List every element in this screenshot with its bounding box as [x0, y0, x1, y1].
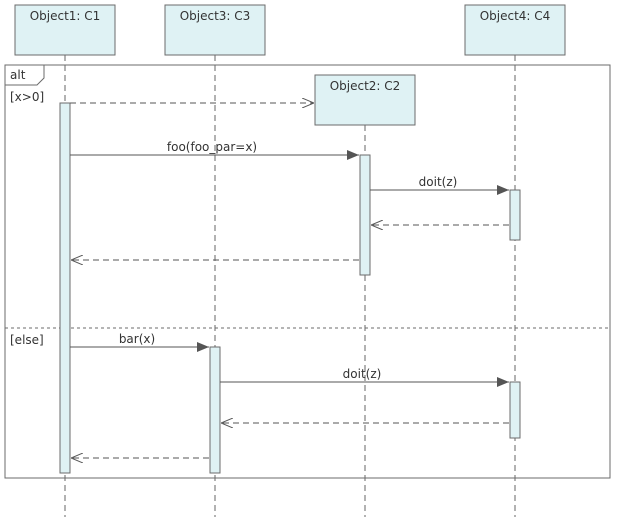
object4-label: Object4: C4: [480, 9, 551, 23]
alt-fragment-frame: [4, 64, 611, 479]
message-foo-label: foo(foo_par=x): [167, 140, 257, 154]
object1-box[interactable]: Object1: C1: [14, 4, 116, 56]
object4-box[interactable]: Object4: C4: [464, 4, 566, 56]
activation-object1: [59, 102, 71, 474]
guard-else: [else]: [10, 333, 44, 347]
alt-operator-label: alt: [10, 68, 26, 82]
activation-object3: [209, 346, 221, 474]
activation-object4-first: [509, 189, 521, 241]
object3-label: Object3: C3: [180, 9, 251, 23]
object2-label: Object2: C2: [330, 79, 401, 93]
guard-x-gt-0: [x>0]: [10, 90, 44, 104]
message-doit-2-label: doit(z): [343, 367, 382, 381]
message-bar-label: bar(x): [119, 332, 155, 346]
alt-fragment: alt [x>0] [else]: [4, 64, 611, 479]
object3-box[interactable]: Object3: C3: [164, 4, 266, 56]
message-doit-1-label: doit(z): [419, 175, 458, 189]
activation-object2: [359, 154, 371, 276]
object1-label: Object1: C1: [30, 9, 101, 23]
activation-object4-second: [509, 381, 521, 439]
object2-box[interactable]: Object2: C2: [314, 74, 416, 126]
alt-operator-tab: [4, 64, 45, 86]
